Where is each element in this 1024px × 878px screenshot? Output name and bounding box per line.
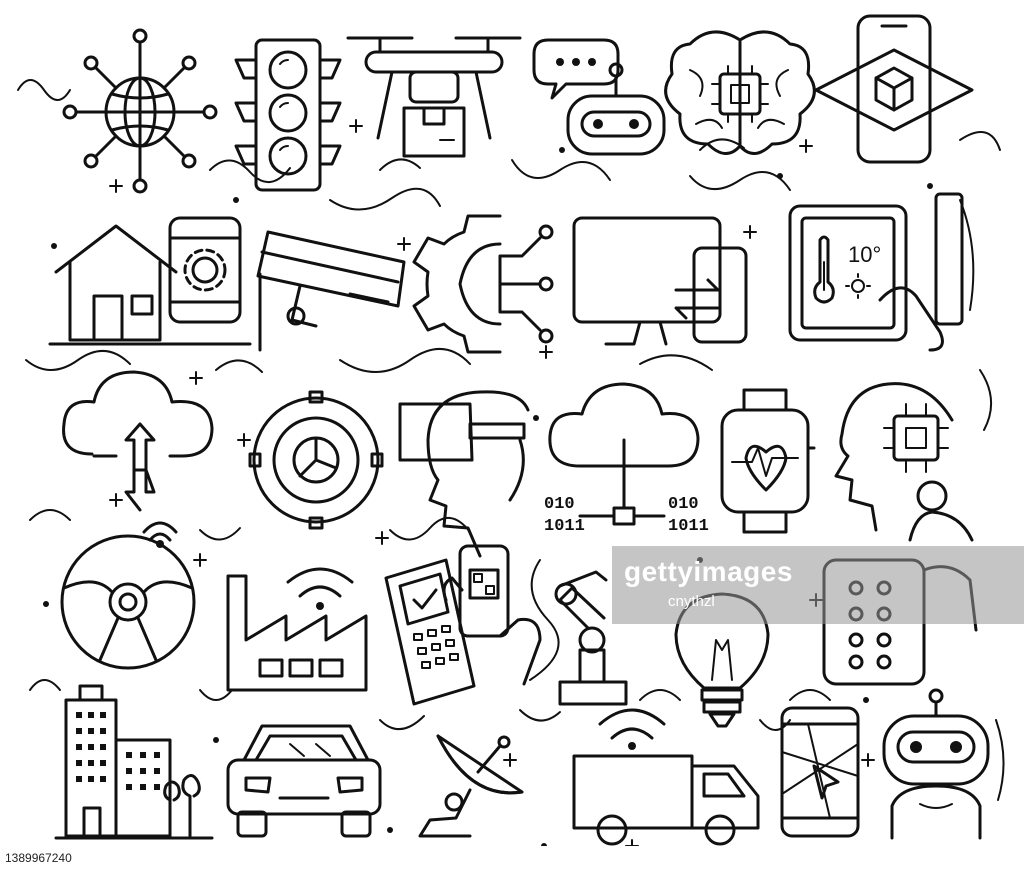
smartwatch-heart-icon <box>720 388 816 534</box>
watermark-band <box>612 546 1024 624</box>
decorative-dots <box>43 147 933 849</box>
smartphone-ar-cube-icon <box>814 14 974 164</box>
decorative-squiggles <box>17 79 1005 801</box>
decorative-plus-signs <box>109 119 875 853</box>
robot-arm-icon <box>554 570 628 706</box>
binary-left-line2: 1011 <box>544 517 585 536</box>
factory-wifi-icon <box>226 567 368 692</box>
binary-left-line1: 010 <box>544 495 575 514</box>
image-id: 1389967240 <box>5 851 72 865</box>
binary-right-line2: 1011 <box>668 517 709 536</box>
footer-bar <box>0 846 1024 878</box>
steering-wheel-icon <box>60 521 196 670</box>
globe-network-icon <box>62 28 218 194</box>
security-camera-icon <box>256 230 406 352</box>
target-pie-chart-icon <box>248 390 384 530</box>
gear-circuit-icon <box>412 214 554 354</box>
smart-home-icon <box>48 224 252 346</box>
robot-icon <box>882 688 990 840</box>
watermark-logo: gettyimages <box>624 556 793 587</box>
watermark-credit: cnythzl <box>668 593 715 610</box>
vr-headset-head-icon <box>398 390 530 558</box>
delivery-drone-icon <box>346 36 522 158</box>
tablet-thermostat-icon: 10° <box>788 192 964 352</box>
payment-terminal-icon <box>384 558 476 706</box>
ai-brain-chip-icon <box>664 30 816 155</box>
binary-right-line1: 010 <box>668 495 699 514</box>
phone-settings-icon <box>168 216 242 324</box>
delivery-truck-icon <box>572 708 760 846</box>
phone-qr-scan-icon <box>442 544 542 686</box>
monitor-phone-sync-icon <box>572 216 748 346</box>
satellite-dish-icon <box>418 734 524 838</box>
ai-head-chip-icon <box>834 382 974 542</box>
chatbot-speech-icon <box>532 38 666 156</box>
car-front-icon <box>226 724 382 838</box>
phone-map-icon <box>780 706 860 838</box>
traffic-light-icon <box>234 38 342 192</box>
cloud-network-icon: 010 1011 010 1011 <box>544 382 709 536</box>
thermostat-reading: 10° <box>848 242 881 267</box>
smart-city-buildings-icon <box>54 684 214 840</box>
cloud-transfer-icon <box>62 370 214 512</box>
